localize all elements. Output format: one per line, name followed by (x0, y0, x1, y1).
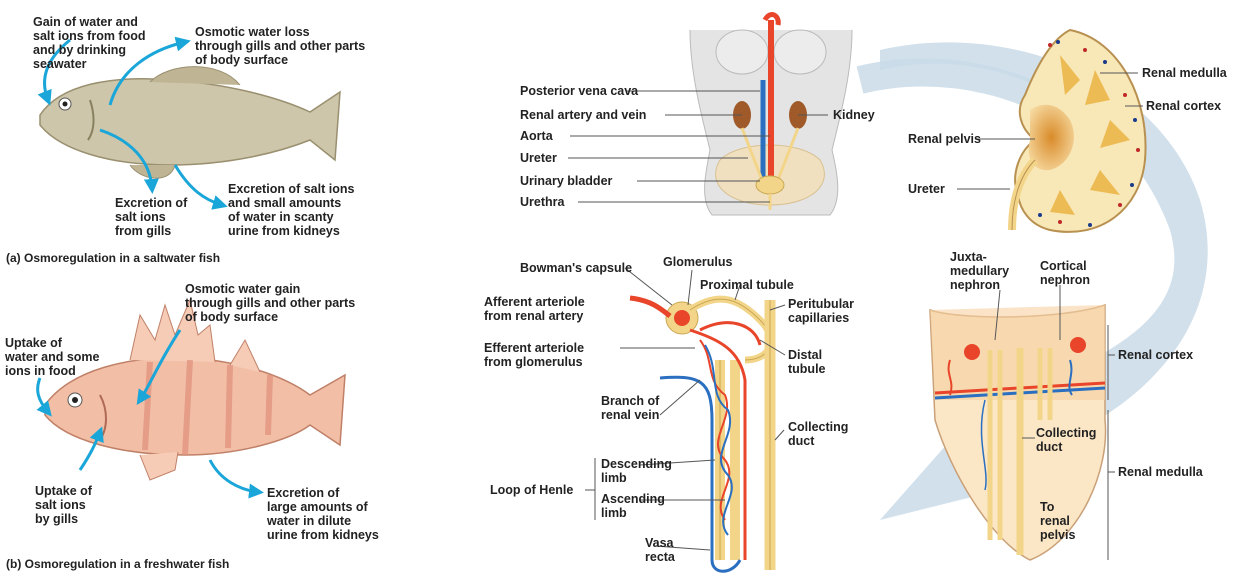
label-osmotic-water-gain: Osmotic water gain through gills and oth… (185, 282, 355, 324)
label-osmotic-water-loss: Osmotic water loss through gills and oth… (195, 25, 365, 67)
label-collecting-duct-nephron: Collecting duct (788, 420, 848, 448)
label-branch-renal-vein: Branch of renal vein (601, 394, 659, 422)
label-cortical-nephron: Cortical nephron (1040, 259, 1090, 287)
label-renal-pelvis: Renal pelvis (908, 132, 981, 146)
label-collecting-duct-detail: Collecting duct (1036, 426, 1096, 454)
label-loop-of-henle: Loop of Henle (490, 483, 573, 497)
label-to-renal-pelvis: To renal pelvis (1040, 500, 1075, 542)
caption-freshwater-fish: (b) Osmoregulation in a freshwater fish (6, 557, 229, 571)
label-posterior-vena-cava: Posterior vena cava (520, 84, 638, 98)
label-aorta: Aorta (520, 129, 553, 143)
label-proximal-tubule: Proximal tubule (700, 278, 794, 292)
label-renal-artery-vein: Renal artery and vein (520, 108, 646, 122)
label-renal-medulla-detail: Renal medulla (1118, 465, 1203, 479)
label-urethra: Urethra (520, 195, 564, 209)
label-excretion-dilute-urine: Excretion of large amounts of water in d… (267, 486, 379, 542)
label-distal-tubule: Distal tubule (788, 348, 826, 376)
label-bowmans-capsule: Bowman's capsule (520, 261, 632, 275)
label-efferent-arteriole: Efferent arteriole from glomerulus (484, 341, 584, 369)
label-uptake-gills: Uptake of salt ions by gills (35, 484, 92, 526)
caption-saltwater-fish: (a) Osmoregulation in a saltwater fish (6, 251, 220, 265)
label-kidney: Kidney (833, 108, 875, 122)
label-juxtamedullary-nephron: Juxta- medullary nephron (950, 250, 1009, 292)
label-uptake-food: Uptake of water and some ions in food (5, 336, 99, 378)
label-ureter-kidney: Ureter (908, 182, 945, 196)
label-excretion-gills: Excretion of salt ions from gills (115, 196, 187, 238)
label-renal-cortex-detail: Renal cortex (1118, 348, 1193, 362)
saltwater-fish-drawing (40, 67, 340, 179)
arrow-excretion-dilute (210, 460, 258, 492)
label-peritubular-capillaries: Peritubular capillaries (788, 297, 854, 325)
label-renal-cortex-top: Renal cortex (1146, 99, 1221, 113)
label-glomerulus: Glomerulus (663, 255, 732, 269)
label-gain-water-salt: Gain of water and salt ions from food an… (33, 15, 146, 71)
label-renal-medulla-top: Renal medulla (1142, 66, 1227, 80)
label-ureter-body: Ureter (520, 151, 557, 165)
label-vasa-recta: Vasa recta (645, 536, 675, 564)
label-excretion-kidneys: Excretion of salt ions and small amounts… (228, 182, 354, 238)
label-descending-limb: Descending limb (601, 457, 672, 485)
label-urinary-bladder: Urinary bladder (520, 174, 612, 188)
label-afferent-arteriole: Afferent arteriole from renal artery (484, 295, 585, 323)
label-ascending-limb: Ascending limb (601, 492, 665, 520)
nephron-drawing (630, 298, 771, 571)
